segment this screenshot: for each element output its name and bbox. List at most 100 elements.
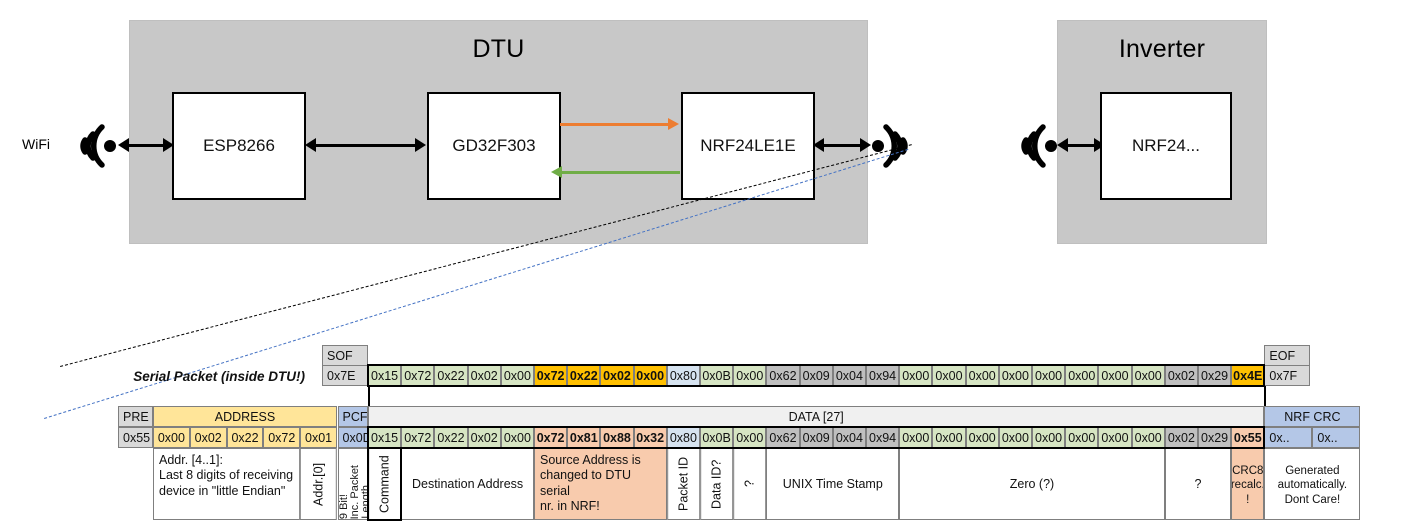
annotation-unknown-2: ? (1164, 448, 1232, 520)
nrf-address-byte-cell: 0x02 (189, 427, 227, 448)
orange-flow-line (560, 123, 670, 126)
orange-flow-arrow (668, 118, 679, 130)
nrf-byte-cell: 0x15 (368, 427, 402, 448)
annotation-unix-timestamp: UNIX Time Stamp (766, 448, 900, 520)
green-flow-line (562, 171, 680, 174)
chip-gd32f303-label: GD32F303 (452, 136, 536, 155)
rf-antenna-inverter-icon (1021, 124, 1057, 168)
nrf-pcf-header: PCF (337, 406, 368, 427)
inverter-antenna-link (1062, 144, 1100, 147)
serial-sof-value: 0x7E (322, 365, 368, 386)
chip-esp8266: ESP8266 (172, 92, 306, 200)
serial-byte-cell: 0x22 (567, 365, 601, 386)
nrf-crc-byte-cell: 0x.. (1264, 427, 1313, 448)
nrf-crc-byte-cell: 0x.. (1312, 427, 1361, 448)
inverter-title: Inverter (1118, 35, 1206, 63)
inverter-antenna-arrow-right (1094, 138, 1105, 152)
serial-byte-cell: 0x04 (832, 365, 866, 386)
nrf-address-byte-cell: 0x00 (153, 427, 190, 448)
esp-gd32-link (310, 144, 422, 147)
serial-byte-cell: 0x00 (633, 365, 667, 386)
serial-byte-cell: 0x00 (1098, 365, 1132, 386)
wifi-esp-link (122, 144, 170, 147)
wifi-label: WiFi (22, 136, 50, 152)
annotation-destination-address: Destination Address (401, 448, 534, 520)
nrf-crc-header: NRF CRC (1264, 406, 1361, 427)
serial-byte-cell: 0x4E (1231, 365, 1265, 386)
dtu-title: DTU (472, 35, 525, 63)
nrf-byte-cell: 0x00 (932, 427, 966, 448)
serial-byte-cell: 0x00 (1032, 365, 1066, 386)
chip-nrf24le1e-label: NRF24LE1E (700, 136, 796, 155)
chip-esp8266-label: ESP8266 (203, 136, 275, 155)
esp-gd32-arrow-right (415, 138, 426, 152)
nrf-byte-cell: 0x81 (567, 427, 601, 448)
chip-nrf24le1e: NRF24LE1E (681, 92, 815, 200)
annotation-packet-id: Packet ID (666, 448, 700, 520)
serial-byte-cell: 0x02 (1164, 365, 1198, 386)
nrf-byte-cell: 0x55 (1231, 427, 1265, 448)
block-diagram: DTU Inverter WiFi ESP8266 GD32F303 NRF24… (22, 20, 1267, 419)
annotation-address-note: Addr. [4..1]:Last 8 digits of receiving … (153, 448, 301, 520)
annotation-data-id: Data ID? (700, 448, 734, 520)
serial-byte-cell: 0x15 (368, 365, 402, 386)
nrf-byte-cell: 0x80 (666, 427, 700, 448)
serial-byte-cell: 0x0B (700, 365, 734, 386)
chip-gd32f303: GD32F303 (427, 92, 561, 200)
nrf-byte-cell: 0x00 (1032, 427, 1066, 448)
nrf-byte-cell: 0x00 (1131, 427, 1165, 448)
nrf-byte-cell: 0x72 (534, 427, 568, 448)
nrf-byte-cell: 0x09 (799, 427, 833, 448)
serial-byte-cell: 0x00 (500, 365, 534, 386)
nrf-address-byte-cell: 0x22 (226, 427, 264, 448)
serial-byte-cell: 0x62 (766, 365, 800, 386)
nrf-pre-header: PRE (118, 406, 153, 427)
nrf-antenna-arrow-left (813, 138, 824, 152)
nrf-byte-cell: 0x04 (832, 427, 866, 448)
nrf-byte-cell: 0x94 (866, 427, 900, 448)
serial-byte-cell: 0x00 (932, 365, 966, 386)
serial-byte-cell: 0x00 (965, 365, 999, 386)
chip-nrf24-inverter: NRF24... (1100, 92, 1232, 200)
serial-byte-cell: 0x94 (866, 365, 900, 386)
nrf-byte-cell: 0x00 (1098, 427, 1132, 448)
nrf-byte-cell: 0x00 (965, 427, 999, 448)
serial-byte-cell: 0x00 (1065, 365, 1099, 386)
nrf-byte-cell: 0x00 (899, 427, 933, 448)
nrf-antenna-link (818, 144, 866, 147)
nrf-byte-cell: 0x00 (733, 427, 767, 448)
serial-byte-cell: 0x09 (799, 365, 833, 386)
wifi-esp-arrow-right (163, 138, 174, 152)
serial-sof-header: SOF (322, 345, 368, 366)
annotation-command: Command (368, 448, 402, 520)
serial-byte-cell: 0x29 (1198, 365, 1232, 386)
green-flow-arrow (551, 166, 562, 178)
nrf-address-byte-cell: 0x01 (300, 427, 337, 448)
chip-nrf24-inverter-label: NRF24... (1131, 136, 1201, 155)
serial-byte-cell: 0x02 (467, 365, 501, 386)
esp-gd32-arrow-left (305, 138, 316, 152)
wifi-antenna-left-icon (80, 124, 116, 168)
annotation-zero: Zero (?) (899, 448, 1165, 520)
nrf-byte-cell: 0x72 (401, 427, 435, 448)
annotation-unknown-1: ? (733, 448, 767, 520)
nrf-address-header: ADDRESS (153, 406, 337, 427)
nrf-data-header: DATA [27] (368, 406, 1265, 427)
nrf-byte-cell: 0x32 (633, 427, 667, 448)
inverter-antenna-arrow-left (1057, 138, 1068, 152)
nrf-pcf-value: 0x0DA (337, 427, 368, 448)
serial-byte-cell: 0x72 (401, 365, 435, 386)
serial-byte-cell: 0x00 (1131, 365, 1165, 386)
nrf-byte-cell: 0x88 (600, 427, 634, 448)
annotation-addr0: Addr.[0] (300, 448, 337, 520)
nrf-byte-cell: 0x00 (500, 427, 534, 448)
nrf-byte-cell: 0x0B (700, 427, 734, 448)
rf-antenna-dtu-icon (872, 124, 908, 168)
serial-packet-row-label: Serial Packet (inside DTU!) (133, 369, 305, 384)
nrf-pre-value: 0x55 (118, 427, 153, 448)
serial-byte-cell: 0x00 (998, 365, 1032, 386)
